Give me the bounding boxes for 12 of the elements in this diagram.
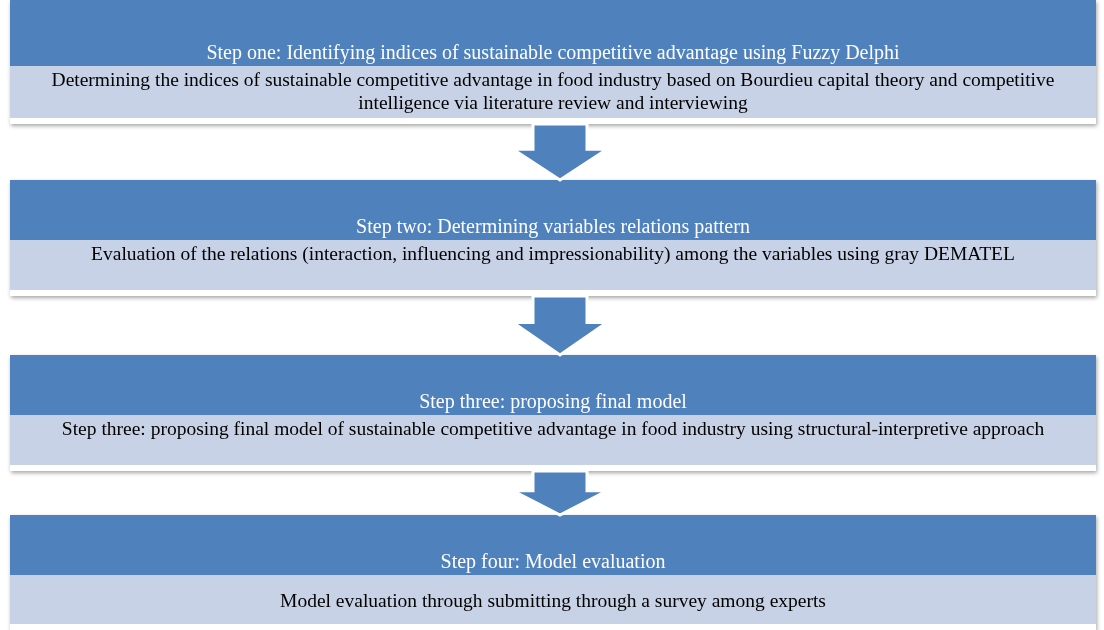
step-header: Step two: Determining variables relations pattern [10, 180, 1096, 240]
step-description: Evaluation of the relations (interaction, influencing and impressionability) among the variables using gray DEMATEL [10, 240, 1096, 290]
step-card [10, 515, 1096, 630]
step-header: Step four: Model evaluation [10, 515, 1096, 575]
step-header: Step one: Identifying indices of sustainable competitive advantage using Fuzzy Delphi [10, 0, 1096, 66]
step-header: Step three: proposing final model [10, 355, 1096, 415]
step-description: Model evaluation through submitting through a survey among experts [10, 575, 1096, 624]
step-description: Determining the indices of sustainable competitive advantage in food industry based on Bourdieu capital theory and competitive intelligence via literature review and interviewing [10, 66, 1096, 118]
step-card [10, 0, 1096, 124]
step-card [10, 180, 1096, 296]
step-card [10, 355, 1096, 471]
step-description: Step three: proposing final model of sustainable competitive advantage in food industry using structural-interpretive approach [10, 415, 1096, 465]
